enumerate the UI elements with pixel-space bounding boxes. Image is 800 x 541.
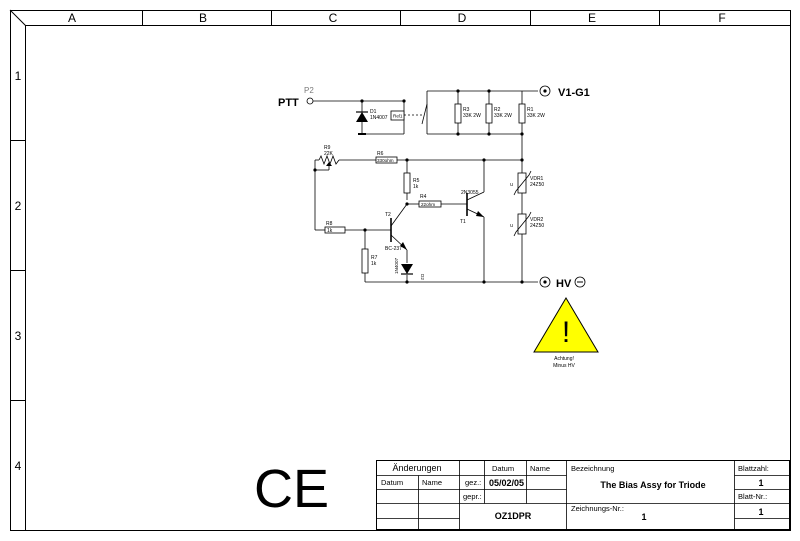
d2-ref: D2 xyxy=(420,274,425,280)
column-label-d: D xyxy=(458,11,467,25)
blatt-nr-label: Blatt-Nr.: xyxy=(738,492,767,501)
drawing-frame xyxy=(9,9,791,531)
warning-triangle-icon xyxy=(533,297,599,353)
r5-value: 1k xyxy=(413,184,419,190)
r3-value: 33K 2W xyxy=(463,113,481,119)
r4-ref: R4 xyxy=(420,194,427,200)
diode-d2: 1N4007 D2 xyxy=(394,257,425,280)
d2-value: 1N4007 xyxy=(394,257,399,274)
blattzahl-label: Blattzahl: xyxy=(738,464,769,473)
hv-net-label: HV xyxy=(556,278,572,290)
title-block xyxy=(376,460,790,530)
gez-label: gez.: xyxy=(465,478,481,487)
column-label-f: F xyxy=(718,11,725,25)
potentiometer-r9: R9 22K xyxy=(318,145,340,166)
row-label-4: 4 xyxy=(15,459,22,473)
blatt-nr-value: 1 xyxy=(758,507,763,517)
resistor-r1: R1 33K 2W xyxy=(518,103,545,124)
relay-rel1: Rel1 xyxy=(390,103,428,125)
v1g1-net-label: V1-G1 xyxy=(558,87,590,99)
r4-value: 22ohm xyxy=(421,202,435,207)
rel1-ref: Rel1 xyxy=(393,114,403,119)
r9-value: 22K xyxy=(324,151,334,157)
vdr1-u-mark: U xyxy=(510,182,513,187)
junction-dots xyxy=(313,89,524,284)
r2-ref: R2 xyxy=(494,107,501,113)
datum-header: Datum xyxy=(492,464,514,473)
d1-value: 1N4007 xyxy=(370,115,388,121)
resistor-r5: R5 1k xyxy=(403,172,420,194)
t1-value: 2N3055 xyxy=(461,190,479,196)
title-block-text: Änderungen Datum Name Datum Name gez.: 0… xyxy=(381,463,769,522)
r7-ref: R7 xyxy=(371,255,378,261)
blattzahl-value: 1 xyxy=(758,478,763,488)
resistor-r2: R2 33K 2W xyxy=(485,103,512,124)
r7-value: 1k xyxy=(371,261,377,267)
r2-value: 33K 2W xyxy=(494,113,512,119)
warning-sign: ! Achtung! Minus HV xyxy=(533,297,599,369)
row-label-2: 2 xyxy=(15,199,22,213)
column-label-e: E xyxy=(588,11,596,25)
t1-ref: T1 xyxy=(460,219,466,225)
r8-ref: R8 xyxy=(326,221,333,227)
r1-value: 33K 2W xyxy=(527,113,545,119)
row-label-1: 1 xyxy=(15,69,22,83)
resistor-r3: R3 33K 2W xyxy=(454,103,481,124)
r6-ref: R6 xyxy=(377,151,384,157)
column-label-b: B xyxy=(199,11,207,25)
minus-icon xyxy=(574,276,586,288)
gepr-label: gepr.: xyxy=(463,492,482,501)
resistor-r4: R4 22ohm xyxy=(418,194,442,208)
resistor-r7: R7 1k xyxy=(361,248,378,274)
resistor-r8: R8 1k xyxy=(324,221,346,234)
row-label-3: 3 xyxy=(15,329,22,343)
varistor-vdr2: U VDR2 24Z50 xyxy=(510,211,544,237)
t2-value: BC-237 xyxy=(385,246,402,252)
zeichnungs-nr: 1 xyxy=(641,512,646,522)
warning-line2: Minus HV xyxy=(553,363,575,369)
hv-connector: HV xyxy=(539,276,586,290)
resistor-r6: R6 330ohm xyxy=(375,151,398,164)
zeichnungs-nr-label: Zeichnungs-Nr.: xyxy=(571,504,624,513)
vdr1-ref: VDR1 xyxy=(530,176,544,182)
schematic-wires xyxy=(313,90,538,283)
vdr2-value: 24Z50 xyxy=(530,223,544,229)
column-label-c: C xyxy=(329,11,338,25)
transistor-t2: T2 BC-237 xyxy=(385,203,408,252)
ptt-pin-label: P2 xyxy=(304,86,314,95)
warning-line1: Achtung! xyxy=(554,356,574,362)
frame-row-labels: 1 2 3 4 xyxy=(15,69,22,473)
column-label-a: A xyxy=(68,11,76,25)
r3-ref: R3 xyxy=(463,107,470,113)
r5-ref: R5 xyxy=(413,178,420,184)
author-name: OZ1DPR xyxy=(495,511,532,521)
transistor-t1: 2N3055 T1 xyxy=(460,190,485,225)
bezeichnung-label: Bezeichnung xyxy=(571,464,614,473)
r1-ref: R1 xyxy=(527,107,534,113)
datum-column-label: Datum xyxy=(381,478,403,487)
t2-ref: T2 xyxy=(385,212,391,218)
name-column-label: Name xyxy=(422,478,442,487)
vdr1-value: 24Z50 xyxy=(530,182,544,188)
aenderungen-label: Änderungen xyxy=(392,463,441,473)
name-header: Name xyxy=(530,464,550,473)
vdr2-ref: VDR2 xyxy=(530,217,544,223)
ptt-net-label: PTT xyxy=(278,97,299,109)
ce-logo: CE xyxy=(254,459,329,519)
varistor-vdr1: U VDR1 24Z50 xyxy=(510,170,544,196)
diode-d1: D1 1N4007 xyxy=(356,109,388,122)
ptt-connector: P2 PTT xyxy=(278,86,314,109)
r8-value: 1k xyxy=(327,228,333,234)
gez-date: 05/02/05 xyxy=(489,478,524,488)
r6-value: 330ohm xyxy=(377,158,394,163)
r9-ref: R9 xyxy=(324,145,331,151)
frame-column-labels: A B C D E F xyxy=(68,11,726,25)
v1g1-connector: V1-G1 xyxy=(539,85,590,99)
vdr2-u-mark: U xyxy=(510,223,513,228)
d1-ref: D1 xyxy=(370,109,377,115)
warning-exclamation: ! xyxy=(562,316,570,349)
drawing-title: The Bias Assy for Triode xyxy=(600,480,705,490)
